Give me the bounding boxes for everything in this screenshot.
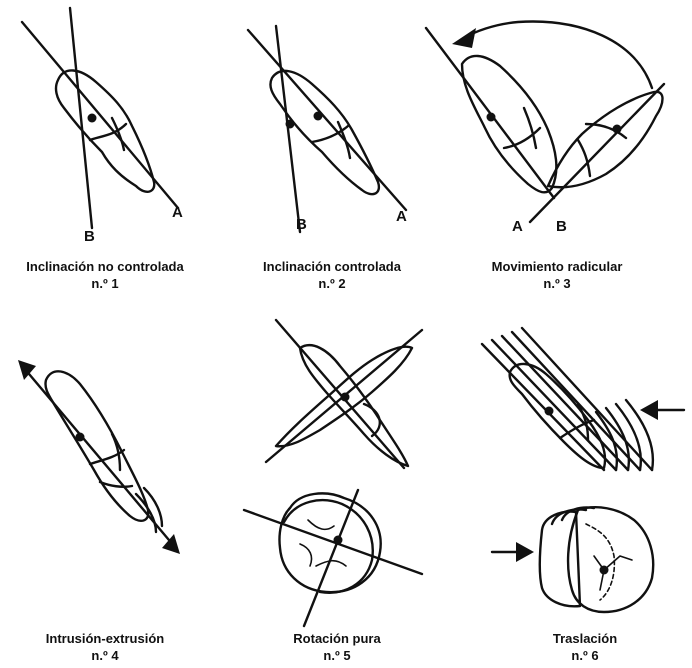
axis-line-5 [522, 328, 652, 470]
axis-line-a [248, 30, 406, 210]
tooth-left-center-dot [487, 113, 496, 122]
caption-number: n.º 1 [0, 275, 210, 292]
axis-line-3 [502, 336, 628, 470]
axis-line-4 [512, 332, 640, 470]
curved-arrow-head [452, 28, 476, 48]
panel-1-label-a: A [172, 204, 183, 221]
occlusal-axis-a [244, 510, 422, 574]
caption-panel-3: Movimiento radicular n.º 3 [452, 258, 662, 292]
rotation-dot [286, 120, 295, 129]
caption-panel-4: Intrusión-extrusión n.º 4 [0, 630, 210, 664]
caption-number: n.º 6 [480, 647, 690, 664]
tooth-outline [56, 70, 154, 191]
center-dot [88, 114, 97, 123]
panel-2-label-b: B [296, 216, 307, 233]
tooth-outline [270, 71, 378, 194]
curved-arrow [464, 22, 652, 88]
force-arrow-head [640, 400, 658, 420]
axis-line-a [276, 320, 404, 468]
panel-3-label-b: B [556, 218, 567, 235]
panel-3-label-a: A [512, 218, 523, 235]
occlusal-outline-2 [284, 500, 373, 593]
caption-panel-5: Rotación pura n.º 5 [232, 630, 442, 664]
center-dot [76, 433, 85, 442]
panel-4-intrusion-extrusion [18, 360, 180, 554]
caption-title: Traslación [480, 630, 690, 647]
arrow-head-bottom [162, 534, 180, 554]
caption-panel-6: Traslación n.º 6 [480, 630, 690, 664]
tooth-right-center-dot [613, 125, 622, 134]
occlusal-center-dot [334, 536, 343, 545]
center-dot [341, 393, 350, 402]
axis-line-2 [492, 340, 616, 470]
caption-title: Intrusión-extrusión [0, 630, 210, 647]
center-dot [545, 407, 554, 416]
tooth-left-outline [462, 56, 556, 192]
axis-line [24, 368, 174, 546]
caption-title: Rotación pura [232, 630, 442, 647]
panel-3-root-movement [426, 22, 664, 222]
caption-panel-1: Inclinación no controlada n.º 1 [0, 258, 210, 292]
axis-line-right [530, 84, 664, 222]
panel-2-controlled-tipping [248, 26, 406, 232]
occlusal-grooves [594, 556, 632, 590]
caption-number: n.º 5 [232, 647, 442, 664]
caption-number: n.º 3 [452, 275, 662, 292]
occlusal-outline-main [568, 507, 653, 612]
panel-1-label-b: B [84, 228, 95, 245]
enamel-line [112, 118, 124, 150]
panel-1-uncontrolled-tipping [22, 8, 178, 228]
arrow-head-top [18, 360, 36, 380]
caption-title: Inclinación controlada [227, 258, 437, 275]
axis-line-b [276, 26, 300, 232]
tooth-right-outline [548, 92, 663, 187]
occlusal-center-dot [600, 566, 609, 575]
occlusal-force-arrow-head [516, 542, 534, 562]
panel-6-translation [482, 328, 684, 612]
center-dot [314, 112, 323, 121]
panel-2-label-a: A [396, 208, 407, 225]
caption-title: Inclinación no controlada [0, 258, 210, 275]
enamel-line [338, 122, 350, 158]
caption-panel-2: Inclinación controlada n.º 2 [227, 258, 437, 292]
panel-5-pure-rotation [244, 320, 422, 626]
caption-number: n.º 4 [0, 647, 210, 664]
tooth-left-enamel-line [524, 108, 536, 148]
caption-number: n.º 2 [227, 275, 437, 292]
axis-line-1 [482, 344, 604, 470]
caption-title: Movimiento radicular [452, 258, 662, 275]
